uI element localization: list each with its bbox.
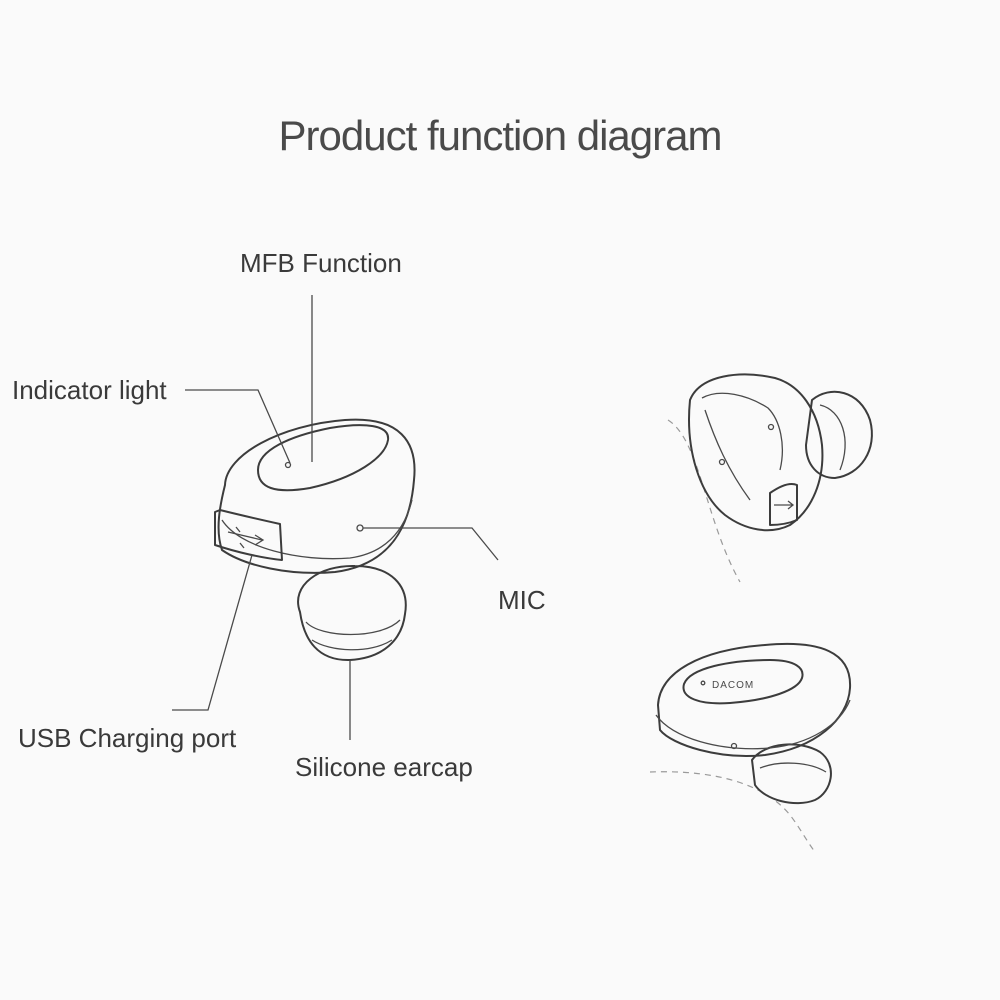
label-mic: MIC xyxy=(498,585,546,615)
mfb-button-shape xyxy=(257,424,390,492)
brand-logo-text: DACOM xyxy=(712,680,754,691)
label-silicone-earcap: Silicone earcap xyxy=(295,752,473,782)
indicator-light-dot xyxy=(284,461,292,469)
page-title: Product function diagram xyxy=(278,112,723,159)
leader-lines xyxy=(172,295,499,740)
label-indicator-light: Indicator light xyxy=(12,375,167,405)
mic-hole xyxy=(356,524,364,532)
silicone-earcap-shape xyxy=(297,564,407,662)
side-view-earbud-illustration xyxy=(667,373,873,583)
top-view-earbud-illustration: DACOM xyxy=(649,642,852,853)
label-mfb-function: MFB Function xyxy=(240,248,402,278)
label-usb-charging-port: USB Charging port xyxy=(18,723,237,753)
main-earbud-illustration xyxy=(214,418,416,662)
earbud-body-shape xyxy=(217,418,416,574)
usb-port-shape xyxy=(214,509,283,561)
